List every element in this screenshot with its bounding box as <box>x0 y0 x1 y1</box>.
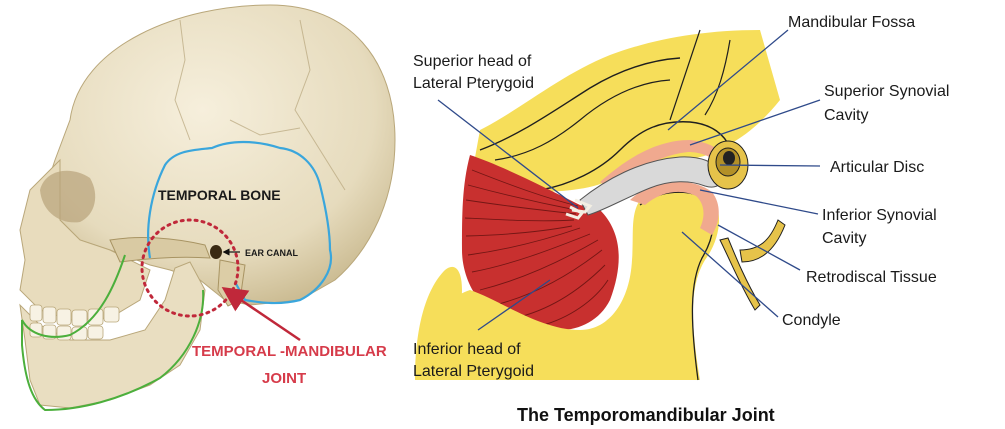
label-mandibular-fossa: Mandibular Fossa <box>788 14 915 31</box>
diagram-title: The Temporomandibular Joint <box>517 405 775 425</box>
label-superior-synovial-2: Cavity <box>824 107 868 124</box>
label-superior-head-2: Lateral Pterygoid <box>413 75 534 92</box>
styloid-process <box>720 220 785 310</box>
joint-label-line1: TEMPORAL -MANDIBULAR <box>192 343 387 360</box>
label-retrodiscal-tissue: Retrodiscal Tissue <box>806 269 937 286</box>
ear-canal-label: EAR CANAL <box>245 248 299 258</box>
ear-canal <box>210 245 222 259</box>
label-inferior-synovial-1: Inferior Synovial <box>822 207 937 224</box>
label-articular-disc: Articular Disc <box>830 159 924 176</box>
temporal-bone-label: TEMPORAL BONE <box>158 187 281 203</box>
label-inferior-head-1: Inferior head of <box>413 341 521 358</box>
label-condyle: Condyle <box>782 312 841 329</box>
label-superior-synovial-1: Superior Synovial <box>824 83 949 100</box>
label-inferior-head-2: Lateral Pterygoid <box>413 363 534 380</box>
skull-illustration: TEMPORAL BONE EAR CANAL TEMPORAL -MANDIB… <box>20 5 395 410</box>
joint-label-line2: JOINT <box>262 370 306 387</box>
tmj-cross-section: Mandibular Fossa Superior head of Latera… <box>413 14 949 425</box>
label-inferior-synovial-2: Cavity <box>822 230 866 247</box>
label-superior-head-1: Superior head of <box>413 53 532 70</box>
